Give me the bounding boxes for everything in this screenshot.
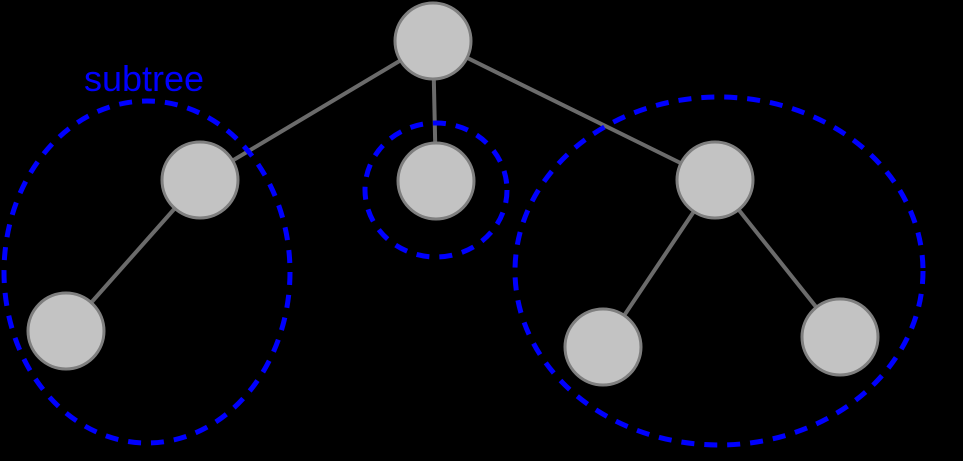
tree-node-right-child [675, 140, 755, 220]
nodes-layer [26, 1, 880, 387]
subtree-label: subtree [84, 58, 204, 99]
tree-node-middle-child [396, 141, 476, 221]
tree-node-root [393, 1, 473, 81]
tree-node-right-grandchild-1 [563, 307, 643, 387]
subtree-boundaries-layer [1, 94, 926, 448]
right-subtree-boundary [512, 94, 926, 448]
tree-node-left-grandchild [26, 291, 106, 371]
tree-node-right-grandchild-2 [800, 297, 880, 377]
tree-node-left-child [160, 140, 240, 220]
tree-edge-root-right-child [432, 39, 716, 182]
tree-edge-root-left-child [198, 39, 435, 182]
middle-subtree-boundary [362, 120, 510, 260]
left-subtree-boundary [1, 98, 293, 446]
